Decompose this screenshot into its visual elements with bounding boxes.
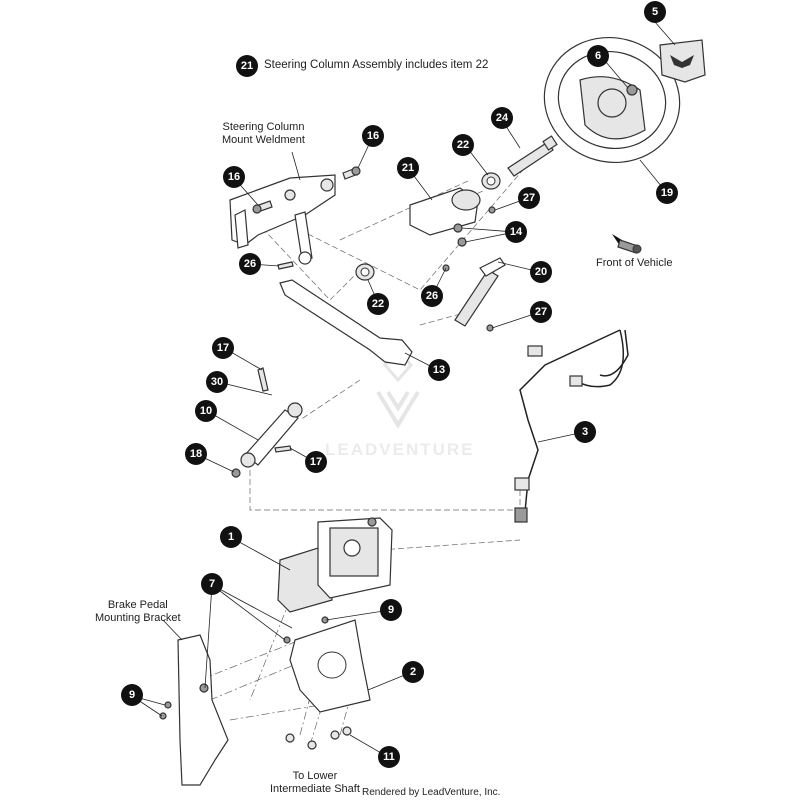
mounting-plate-2 bbox=[283, 616, 371, 713]
svg-text:27: 27 bbox=[523, 192, 535, 204]
callout-26-right: 26 bbox=[421, 285, 443, 307]
label-lower-shaft: To Lower Intermediate Shaft bbox=[270, 770, 360, 795]
bolt-16-left bbox=[252, 200, 273, 214]
svg-text:18: 18 bbox=[190, 448, 202, 460]
callout-21: 21 bbox=[397, 157, 419, 179]
callout-10: 10 bbox=[195, 400, 217, 422]
callout-22-upper: 22 bbox=[452, 134, 474, 156]
callout-9-right: 9 bbox=[380, 599, 402, 621]
front-arrow-icon bbox=[612, 234, 642, 254]
callout-20: 20 bbox=[530, 261, 552, 283]
callout-1: 1 bbox=[220, 526, 242, 548]
callout-27-lower: 27 bbox=[530, 301, 552, 323]
callout-16-right: 16 bbox=[362, 125, 384, 147]
callout-5: 5 bbox=[644, 1, 666, 23]
svg-text:27: 27 bbox=[535, 306, 547, 318]
callout-21-note: 21 bbox=[236, 55, 258, 77]
svg-text:21: 21 bbox=[402, 162, 414, 174]
svg-text:6: 6 bbox=[595, 50, 601, 62]
callout-13: 13 bbox=[428, 359, 450, 381]
svg-text:9: 9 bbox=[129, 689, 135, 701]
eps-unit-1 bbox=[277, 517, 393, 613]
bolt-16-right bbox=[342, 166, 361, 180]
callout-16-left: 16 bbox=[223, 166, 245, 188]
nuts-11 bbox=[285, 726, 352, 750]
callout-26-left: 26 bbox=[239, 253, 261, 275]
callout-18: 18 bbox=[185, 443, 207, 465]
watermark-logo: LEADVENTURE bbox=[325, 349, 475, 459]
svg-text:5: 5 bbox=[652, 6, 658, 18]
screw-26-left bbox=[277, 261, 294, 270]
callout-30: 30 bbox=[206, 371, 228, 393]
label-mount-weldment: Steering Column Mount Weldment bbox=[222, 121, 305, 146]
callout-27-upper: 27 bbox=[518, 187, 540, 209]
svg-text:13: 13 bbox=[433, 364, 445, 376]
svg-text:26: 26 bbox=[426, 290, 438, 302]
svg-text:2: 2 bbox=[410, 666, 416, 678]
svg-text:21: 21 bbox=[241, 60, 253, 72]
support-bracket-13 bbox=[279, 279, 413, 366]
callout-14: 14 bbox=[505, 221, 527, 243]
svg-text:30: 30 bbox=[211, 376, 223, 388]
svg-text:14: 14 bbox=[510, 226, 523, 238]
svg-text:17: 17 bbox=[217, 342, 229, 354]
u-joint-10 bbox=[231, 367, 303, 478]
svg-text:22: 22 bbox=[372, 298, 384, 310]
callout-17-lower: 17 bbox=[305, 451, 327, 473]
steering-column-21 bbox=[409, 187, 496, 247]
assembly-note: Steering Column Assembly includes item 2… bbox=[264, 59, 489, 71]
rendered-by-credit: Rendered by LeadVenture, Inc. bbox=[362, 787, 501, 798]
callout-7: 7 bbox=[201, 573, 223, 595]
callout-17-upper: 17 bbox=[212, 337, 234, 359]
emblem-cap bbox=[659, 39, 706, 83]
label-front-of-vehicle: Front of Vehicle bbox=[596, 257, 673, 269]
mount-weldment bbox=[229, 174, 336, 265]
callout-22-lower: 22 bbox=[367, 293, 389, 315]
bushing-22-upper bbox=[481, 172, 501, 190]
brake-pedal-bracket bbox=[159, 634, 229, 786]
bushing-22-lower bbox=[355, 263, 375, 281]
svg-text:16: 16 bbox=[228, 171, 240, 183]
svg-text:24: 24 bbox=[496, 112, 509, 124]
watermark-text: LEADVENTURE bbox=[325, 440, 475, 459]
svg-text:26: 26 bbox=[244, 258, 256, 270]
svg-text:10: 10 bbox=[200, 405, 212, 417]
wiring-harness-3 bbox=[514, 329, 629, 523]
svg-text:9: 9 bbox=[388, 604, 394, 616]
svg-text:22: 22 bbox=[457, 139, 469, 151]
callout-3: 3 bbox=[574, 421, 596, 443]
shaft-24 bbox=[507, 135, 558, 177]
label-brake-bracket: Brake Pedal Mounting Bracket bbox=[95, 599, 181, 624]
callout-19: 19 bbox=[656, 182, 678, 204]
svg-text:19: 19 bbox=[661, 187, 673, 199]
callout-9-left: 9 bbox=[121, 684, 143, 706]
gas-strut-20 bbox=[442, 257, 506, 332]
svg-text:7: 7 bbox=[209, 578, 215, 590]
callout-2: 2 bbox=[402, 661, 424, 683]
callout-6: 6 bbox=[587, 45, 609, 67]
steering-wheel bbox=[543, 36, 681, 164]
svg-text:11: 11 bbox=[383, 751, 395, 763]
callout-24: 24 bbox=[491, 107, 513, 129]
svg-text:17: 17 bbox=[310, 456, 322, 468]
svg-text:20: 20 bbox=[535, 266, 547, 278]
svg-text:3: 3 bbox=[582, 426, 588, 438]
svg-text:1: 1 bbox=[228, 531, 234, 543]
callout-11: 11 bbox=[378, 746, 400, 768]
svg-text:16: 16 bbox=[367, 130, 379, 142]
